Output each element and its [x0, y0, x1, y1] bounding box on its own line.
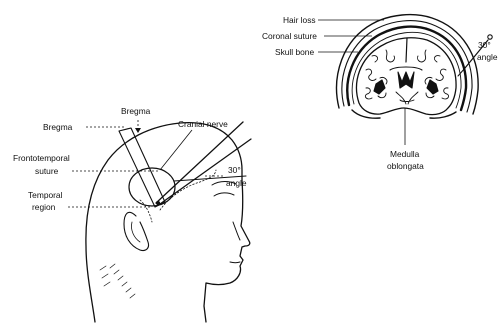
- eye-line: [214, 193, 234, 196]
- label-hair-loss: Hair loss: [283, 15, 316, 25]
- label-cranial-nerve: Cranial nerve: [178, 119, 228, 129]
- label-coronal-angle: angle: [477, 52, 498, 62]
- label-frontotemporal-suture: suture: [35, 166, 59, 176]
- label-coronal-angle-degrees: 30°: [478, 40, 491, 50]
- ventricles: [398, 72, 414, 88]
- coronal-figure: [337, 15, 493, 119]
- leader-cranial-nerve: [160, 130, 192, 170]
- head-outline: [86, 123, 250, 322]
- head-figure: [86, 122, 251, 322]
- neck-hatch: [100, 264, 135, 298]
- insula-right: [427, 80, 438, 94]
- bregma-strip: [119, 128, 165, 207]
- nose-line: [233, 222, 240, 240]
- ear: [124, 212, 149, 250]
- longitudinal-fissure: [406, 38, 407, 62]
- label-angle: angle: [226, 178, 247, 188]
- label-bregma-top: Bregma: [121, 106, 151, 116]
- ear-inner: [131, 222, 140, 242]
- needle-tip: [156, 201, 159, 204]
- hairline: [160, 170, 216, 210]
- needle-line-1: [156, 122, 243, 203]
- arrow-bregma-top: [135, 128, 141, 133]
- instrument-head: [488, 35, 492, 39]
- basal-structures: [396, 92, 418, 104]
- mouth-line: [230, 262, 240, 263]
- label-medulla-oblongata: oblongata: [387, 161, 424, 171]
- label-angle-degrees: 30°: [228, 165, 241, 175]
- label-temporal: Temporal: [28, 190, 63, 200]
- label-skull-bone: Skull bone: [275, 47, 314, 57]
- label-bregma-left: Bregma: [43, 122, 73, 132]
- label-temporal-region: region: [32, 202, 56, 212]
- insula-left: [374, 80, 385, 94]
- corpus-callosum: [390, 67, 422, 70]
- label-coronal-suture: Coronal suture: [262, 31, 317, 41]
- sideburn: [140, 200, 152, 222]
- head-leader-solid: [160, 130, 192, 170]
- label-medulla: Medulla: [390, 149, 420, 159]
- label-frontotemporal: Frontotemporal: [13, 153, 70, 163]
- coronal-leader-lines: [318, 20, 405, 145]
